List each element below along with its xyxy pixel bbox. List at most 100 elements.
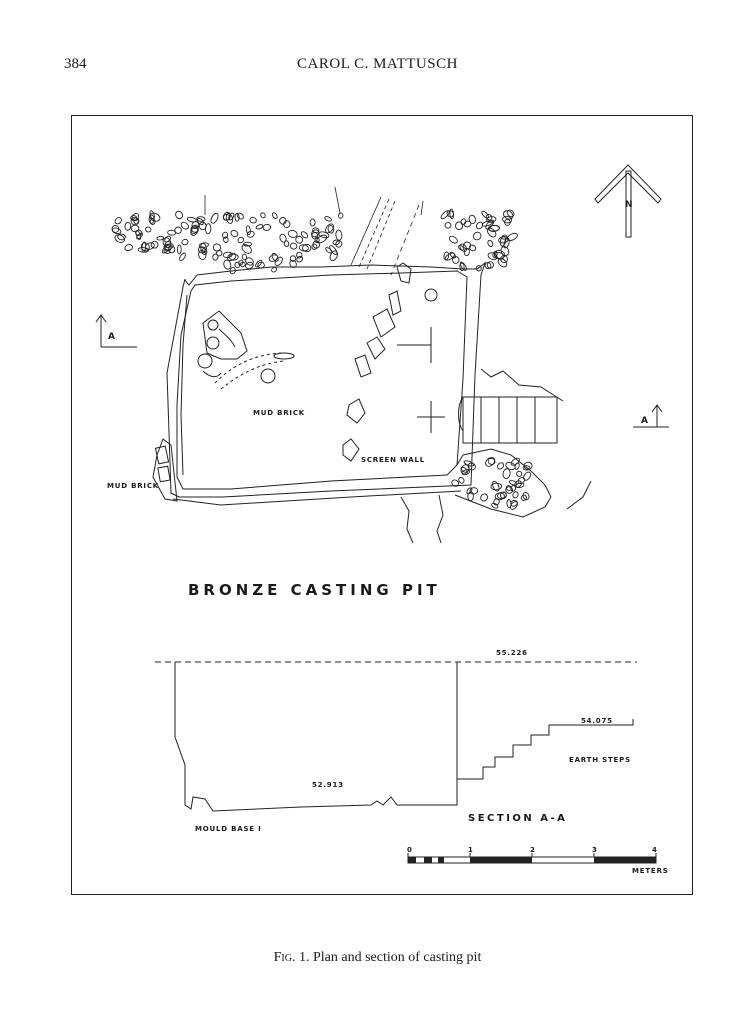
- rubble-stone: [135, 229, 142, 241]
- rubble-stone: [335, 229, 343, 241]
- rubble-stone: [133, 217, 140, 225]
- caption-prefix: Fig.: [273, 950, 296, 965]
- scale-unit: METERS: [632, 867, 669, 875]
- rubble-stone: [191, 221, 200, 229]
- rubble-stone: [510, 499, 518, 507]
- rubble-stone: [458, 476, 465, 484]
- rubble-stone: [309, 218, 316, 227]
- rubble-stone: [222, 231, 229, 239]
- rubble-stone: [446, 210, 454, 218]
- figure-frame: N: [71, 115, 693, 895]
- north-arrow-icon: N: [594, 164, 662, 238]
- rubble-stone: [493, 250, 506, 259]
- rubble-stone: [509, 501, 518, 510]
- caption-text: 1. Plan and section of casting pit: [295, 950, 482, 965]
- rubble-stone: [516, 470, 523, 477]
- section-marker-right: A: [633, 404, 669, 428]
- rubble-stone: [111, 227, 122, 235]
- rubble-stone: [239, 261, 246, 268]
- rubble-stone: [124, 221, 132, 231]
- rubble-stone: [460, 218, 467, 225]
- rubble-fill-lower-right: [451, 457, 533, 510]
- rubble-stone: [466, 487, 473, 495]
- rubble-stone: [452, 256, 460, 264]
- rubble-stone: [514, 462, 520, 470]
- rubble-stone: [249, 216, 257, 224]
- rubble-stone: [329, 245, 338, 256]
- section-title: SECTION A-A: [468, 813, 567, 824]
- rubble-stone: [271, 212, 278, 219]
- rubble-stone: [198, 221, 207, 231]
- elevation-steps-label: 54.075: [581, 717, 613, 725]
- rubble-stone: [508, 480, 518, 486]
- rubble-stone: [174, 226, 182, 234]
- rubble-stone: [241, 243, 252, 254]
- rubble-stone: [114, 217, 122, 225]
- rubble-stone: [197, 246, 206, 254]
- rubble-stone: [246, 230, 255, 238]
- rubble-stone: [260, 212, 266, 219]
- rubble-stone: [517, 477, 525, 484]
- rubble-stone: [144, 226, 152, 233]
- rubble-stone: [312, 240, 321, 249]
- rubble-stone: [245, 225, 251, 236]
- rubble-stone: [497, 258, 508, 268]
- rubble-stone: [255, 259, 263, 268]
- section-marker-left-label: A: [108, 332, 115, 342]
- rubble-stone: [506, 209, 515, 218]
- section-marker-right-label: A: [641, 416, 648, 426]
- rubble-stone: [496, 462, 505, 470]
- rubble-stone: [485, 213, 493, 221]
- figure-border: [71, 115, 693, 895]
- rubble-stone: [181, 238, 189, 246]
- mould-base-label: MOULD BASE I: [195, 825, 262, 833]
- rubble-stone: [148, 214, 155, 224]
- rubble-stone: [311, 243, 318, 250]
- rubble-stone: [338, 212, 344, 219]
- rubble-stone: [149, 218, 156, 225]
- rubble-stone: [186, 216, 197, 223]
- rubble-stone: [443, 251, 450, 261]
- rubble-stone: [487, 227, 497, 238]
- rubble-stone: [298, 244, 309, 252]
- pit-plan: [152, 261, 592, 544]
- rubble-stone: [212, 243, 222, 252]
- rubble-stone: [484, 262, 492, 270]
- rubble-stone: [449, 251, 456, 259]
- rubble-stone: [485, 457, 496, 467]
- rubble-stone: [228, 253, 239, 261]
- rubble-stone: [455, 221, 464, 230]
- label-mud-brick-left: MUD BRICK: [107, 482, 159, 490]
- rubble-stone: [500, 246, 510, 257]
- rubble-stone: [497, 491, 507, 499]
- rubble-stone: [487, 239, 494, 247]
- scale-bar: 0 1 2 3 4 METERS: [407, 846, 669, 875]
- label-mud-brick-center: MUD BRICK: [253, 409, 305, 417]
- rubble-stone: [459, 261, 467, 271]
- rubble-stone: [124, 244, 133, 252]
- rubble-stone: [243, 241, 252, 247]
- rubble-stone: [295, 235, 304, 244]
- rubble-stone: [523, 471, 532, 481]
- rubble-stone: [494, 492, 505, 501]
- running-head-author: CAROL C. MATTUSCH: [297, 56, 458, 72]
- rubble-stone: [311, 229, 320, 238]
- rubble-stone: [492, 251, 498, 259]
- stone-wall-right: [440, 208, 518, 272]
- label-screen-wall: SCREEN WALL: [361, 456, 425, 464]
- rubble-stone: [468, 214, 476, 225]
- rubble-stone: [460, 464, 470, 475]
- elevation-floor-label: 52.913: [312, 781, 344, 789]
- section-marker-left: A: [95, 314, 137, 348]
- rubble-stone: [223, 259, 232, 270]
- rubble-stone: [520, 494, 528, 501]
- north-arrow-label: N: [625, 200, 633, 210]
- rubble-stone: [324, 216, 332, 222]
- rubble-stone: [467, 462, 476, 471]
- rubble-stone: [156, 235, 165, 241]
- section-profile: [155, 661, 637, 812]
- rubble-stone: [510, 484, 517, 492]
- rubble-stone: [180, 221, 189, 230]
- rubble-stone: [150, 240, 159, 249]
- plan-and-section-drawing: N: [71, 115, 693, 895]
